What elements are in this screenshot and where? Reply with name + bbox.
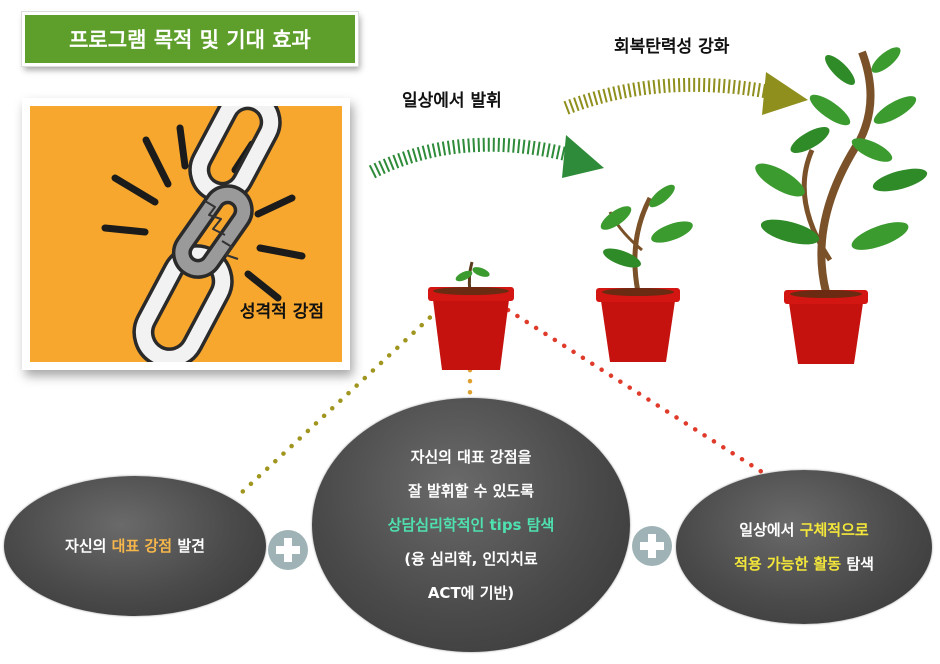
resilience-label: 회복탄력성 강화 — [614, 37, 730, 57]
page-title: 프로그램 목적 및 기대 효과 — [69, 28, 311, 52]
bubble-left-prefix: 자신의 — [65, 537, 112, 555]
bubble-center-line1: 자신의 대표 강점을 — [410, 448, 532, 466]
bubble-right-suffix: 탐색 — [841, 555, 874, 573]
bubble-left-text: 자신의 대표 강점 발견 — [65, 529, 205, 563]
bubble-left-suffix: 발견 — [172, 537, 205, 555]
young-plant-icon — [596, 184, 693, 362]
breaking-chain-icon — [101, 106, 306, 362]
bubble-right-highlight1: 구체적으로 — [799, 521, 869, 539]
bubble-center-line3: 상담심리학적인 tips 탐색 — [387, 516, 555, 534]
bubble-right-line2: 적용 가능한 활동 탐색 — [734, 547, 874, 581]
plus-icon — [632, 526, 672, 566]
seedling-icon — [428, 261, 514, 370]
title-banner: 프로그램 목적 및 기대 효과 — [22, 12, 358, 66]
strength-label: 성격적 강점 — [239, 302, 324, 322]
bubble-daily-activities: 일상에서 구체적으로 적용 가능한 활동 탐색 — [676, 470, 932, 624]
arrow-green-icon — [368, 135, 604, 179]
bubble-discover-strength: 자신의 대표 강점 발견 — [4, 476, 266, 616]
bubble-center-line5: ACT에 기반) — [427, 584, 515, 602]
bubble-center-line4: (융 심리학, 인지치료 — [404, 550, 538, 568]
bubble-explore-tips: 자신의 대표 강점을 잘 발휘할 수 있도록 상담심리학적인 tips 탐색 (… — [312, 398, 630, 652]
strength-photo: 성격적 강점 — [30, 106, 342, 362]
arrow-olive-icon — [563, 72, 808, 115]
bubble-right-line1: 일상에서 구체적으로 — [739, 513, 868, 547]
grown-plant-icon — [755, 47, 928, 364]
plus-icon — [268, 530, 308, 570]
bubble-left-highlight: 대표 강점 — [111, 537, 173, 555]
daily-use-label: 일상에서 발휘 — [402, 91, 502, 111]
bubble-center-line2: 잘 발휘할 수 있도록 — [407, 482, 535, 500]
bubble-right-prefix: 일상에서 — [739, 521, 800, 539]
strength-photo-card: 성격적 강점 — [22, 98, 350, 370]
bubble-right-highlight2: 적용 가능한 활동 — [734, 555, 842, 573]
